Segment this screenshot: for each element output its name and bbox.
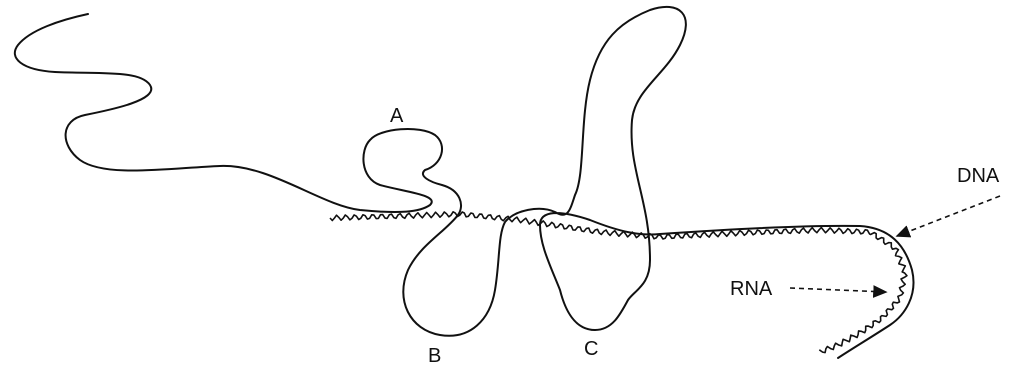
loop-c-label: C: [584, 338, 598, 360]
dna-strand: [15, 7, 914, 358]
loop-a-label: A: [390, 105, 404, 127]
dna-pointer-arrow: [897, 196, 1000, 236]
loop-b-label: B: [428, 345, 441, 367]
dna-label: DNA: [957, 165, 1000, 187]
rna-pointer-arrow: [790, 288, 886, 292]
rna-label: RNA: [730, 278, 773, 300]
rna-strand: [330, 212, 907, 353]
